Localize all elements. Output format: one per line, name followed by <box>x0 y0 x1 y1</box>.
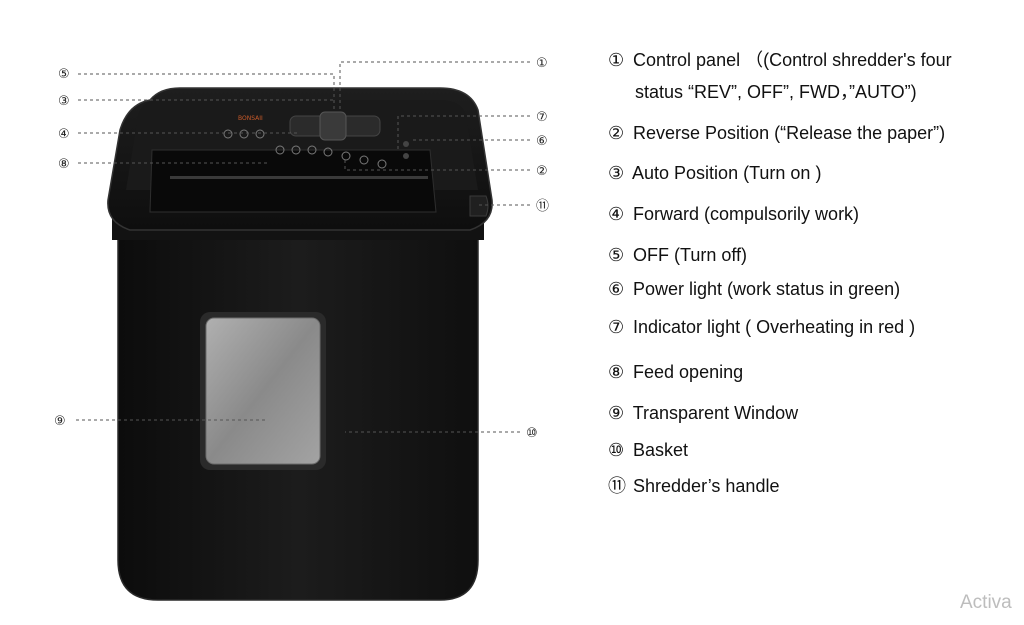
legend-marker: ⑨ <box>608 403 625 423</box>
callout-8: ⑧ <box>58 157 70 172</box>
callout-7: ⑦ <box>536 110 548 125</box>
feed-opening <box>149 149 437 213</box>
product-brand-mark: BONSAII <box>238 115 263 122</box>
legend-item-handle: ⑪ Shredder’s handle <box>608 474 779 498</box>
callout-3: ③ <box>58 94 70 109</box>
legend-marker: ⑧ <box>608 362 625 382</box>
callout-10: ⑩ <box>526 426 538 441</box>
panel-icon <box>323 147 333 157</box>
shredder-handle <box>469 195 489 217</box>
legend-item-control-panel-continuation: status “REV”, OFF”, FWD，”AUTO”) <box>635 80 917 104</box>
legend-item-transparent-window: ⑨ Transparent Window <box>608 401 798 425</box>
panel-icon <box>223 129 233 139</box>
legend-item-power-light: ⑥ Power light (work status in green) <box>608 277 900 301</box>
panel-icon <box>275 145 285 155</box>
callout-11: ⑪ <box>536 199 549 214</box>
legend-marker: ⑤ <box>608 245 625 265</box>
legend-text: Power light (work status in green) <box>633 279 901 299</box>
panel-icon <box>291 145 301 155</box>
panel-icon-row <box>223 129 387 169</box>
leader-lines <box>76 61 530 433</box>
legend-marker: ⑦ <box>608 317 625 337</box>
callout-4: ④ <box>58 127 70 142</box>
legend-text: Auto Position (Turn on ) <box>632 163 822 183</box>
panel-icon <box>307 145 317 155</box>
feed-slot-line <box>170 176 428 179</box>
legend-item-off: ⑤ OFF (Turn off) <box>608 243 747 267</box>
transparent-window <box>205 317 321 465</box>
leader-line-7 <box>397 115 530 150</box>
callout-markers: ⑤ ③ ④ ⑧ ⑨ ① ⑦ ⑥ ② ⑪ ⑩ <box>54 56 549 441</box>
legend-item-feed-opening: ⑧ Feed opening <box>608 360 743 384</box>
legend-text: Feed opening <box>633 362 744 382</box>
leader-line-5 <box>78 73 335 110</box>
callout-5: ⑤ <box>58 67 70 82</box>
indicator-light <box>403 141 409 147</box>
legend-item-auto-position: ③ Auto Position (Turn on ) <box>608 161 821 185</box>
callout-6: ⑥ <box>536 134 548 149</box>
parts-legend: ① Control panel （(Control shredder's fou… <box>608 0 1020 625</box>
legend-marker: ④ <box>608 204 625 224</box>
power-light <box>403 153 409 159</box>
panel-icon <box>341 151 351 161</box>
legend-marker: ③ <box>608 163 625 183</box>
legend-item-forward: ④ Forward (compulsorily work) <box>608 202 859 226</box>
legend-text: Reverse Position (“Release the paper”) <box>633 123 946 143</box>
activation-watermark: Activa <box>960 592 1012 613</box>
panel-icon <box>377 159 387 169</box>
callout-2: ② <box>536 164 548 179</box>
legend-marker: ② <box>608 123 625 143</box>
legend-text: Transparent Window <box>632 403 799 423</box>
callout-1: ① <box>536 56 548 71</box>
legend-text: Indicator light ( Overheating in red ) <box>633 317 916 337</box>
panel-icon <box>359 155 369 165</box>
shredder-product: BONSAII <box>107 87 493 601</box>
legend-marker: ⑪ <box>608 476 626 496</box>
legend-marker: ① <box>608 50 625 70</box>
legend-text: Basket <box>633 440 689 460</box>
legend-text: Shredder’s handle <box>633 476 780 496</box>
legend-text: Forward (compulsorily work) <box>633 204 860 224</box>
legend-marker: ⑩ <box>608 440 625 460</box>
legend-item-indicator-light: ⑦ Indicator light ( Overheating in red ) <box>608 315 915 339</box>
legend-text: Control panel （(Control shredder's four <box>633 50 952 70</box>
legend-text: status “REV”, OFF”, FWD，”AUTO”) <box>635 82 917 102</box>
leader-line-2 <box>344 160 530 171</box>
legend-item-reverse-position: ② Reverse Position (“Release the paper”) <box>608 121 945 145</box>
legend-item-basket: ⑩ Basket <box>608 438 688 462</box>
callout-9: ⑨ <box>54 414 66 429</box>
control-switch-knob <box>319 111 347 141</box>
legend-marker: ⑥ <box>608 279 625 299</box>
legend-text: OFF (Turn off) <box>633 245 748 265</box>
legend-item-control-panel: ① Control panel （(Control shredder's fou… <box>608 48 952 72</box>
panel-icon <box>239 129 249 139</box>
leader-line-1 <box>339 61 530 110</box>
panel-icon <box>255 129 265 139</box>
